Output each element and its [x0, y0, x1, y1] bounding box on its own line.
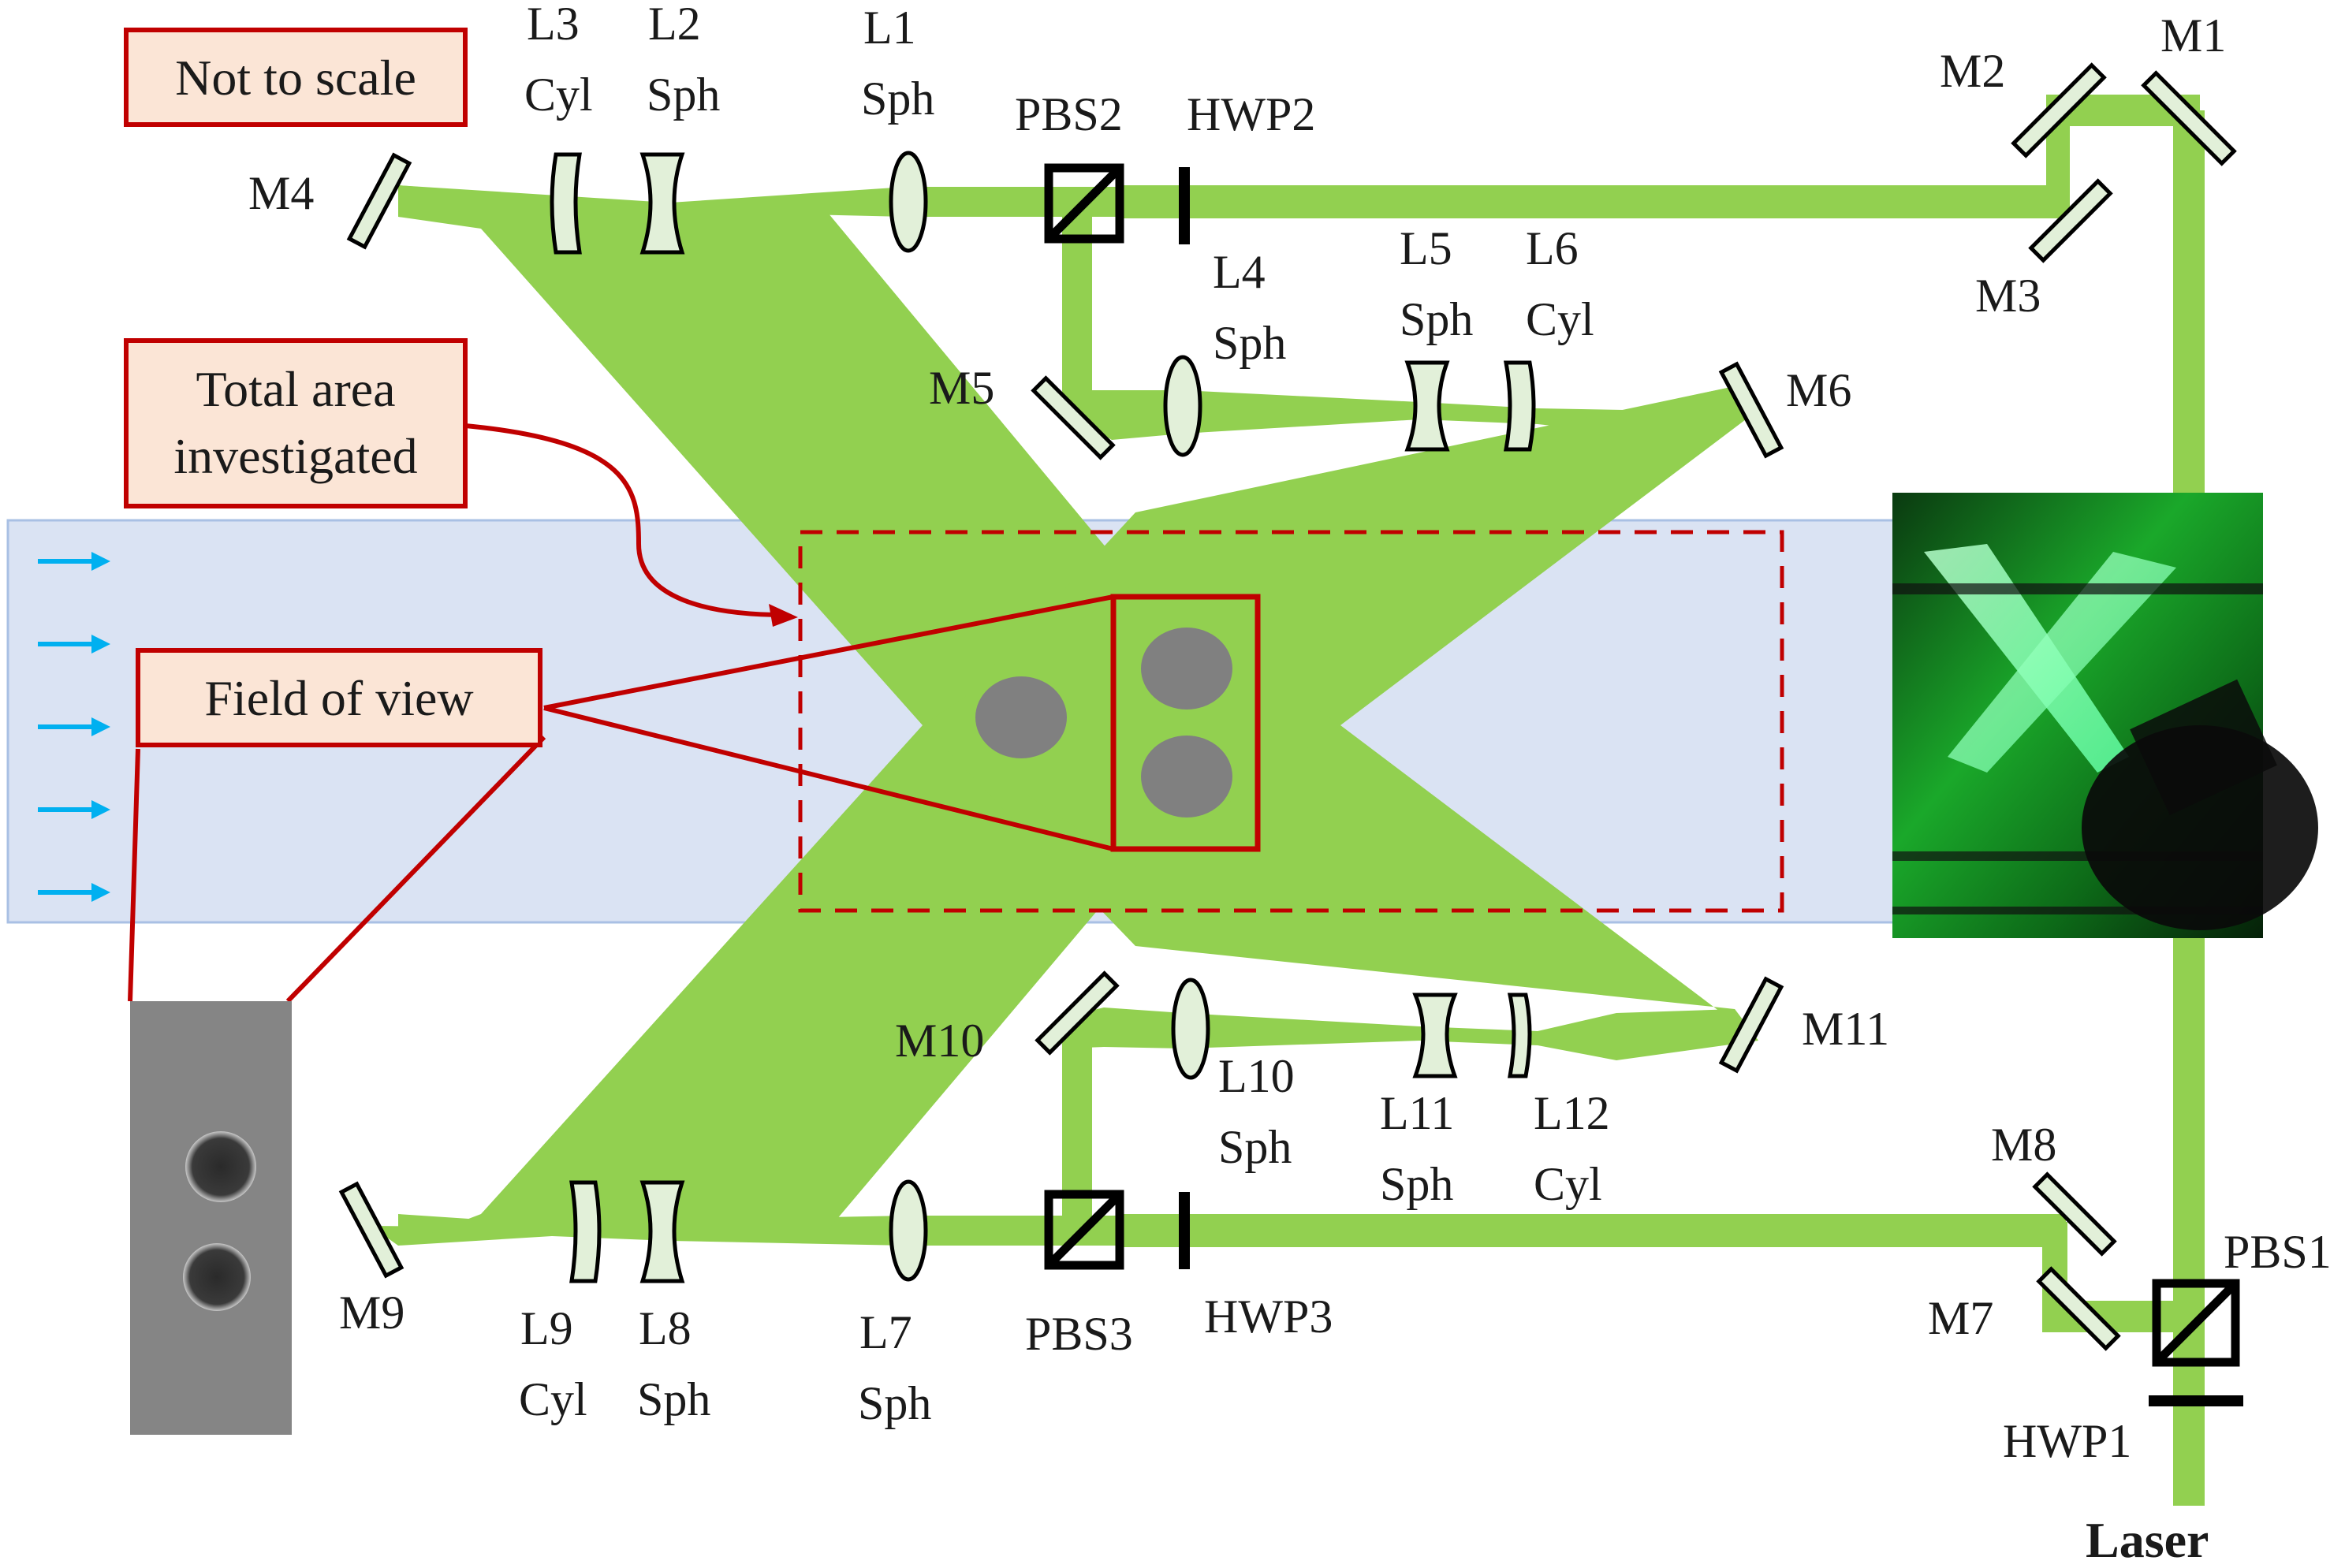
label-M9: M9	[339, 1287, 405, 1339]
label-M3: M3	[1975, 270, 2041, 322]
label-PBS3: PBS3	[1025, 1308, 1133, 1360]
scale-note-text: Not to scale	[175, 50, 416, 106]
label-PBS1: PBS1	[2224, 1226, 2332, 1278]
beam-splitters	[1044, 163, 2240, 1367]
lens-L8	[639, 1180, 685, 1283]
total-area-text-line2: investigated	[173, 428, 417, 484]
field-of-view-text: Field of view	[204, 670, 473, 726]
label-L8: L8	[639, 1302, 692, 1354]
HWP1-plate	[2149, 1395, 2243, 1406]
lens-L5	[1404, 360, 1450, 452]
flow-arrow-icon	[38, 717, 110, 736]
mirror-M1	[2141, 70, 2237, 166]
component-labels: M1 M2 M3 M4 M5 M6 M7 M8 M9 M10 M11 L3 Cy…	[248, 0, 2332, 1568]
label-L12-type: Cyl	[1534, 1158, 1602, 1210]
flow-arrow-icon	[38, 552, 110, 571]
mirror-M9	[338, 1181, 405, 1279]
label-L4: L4	[1213, 246, 1266, 298]
half-wave-plates	[1179, 167, 2243, 1406]
flow-arrows	[38, 552, 110, 902]
mirror-M8	[2032, 1171, 2117, 1257]
label-L3: L3	[527, 0, 580, 50]
label-HWP3: HWP3	[1204, 1291, 1333, 1343]
label-L5: L5	[1400, 222, 1452, 274]
mirror-M7	[2036, 1266, 2121, 1351]
flow-arrow-icon	[38, 635, 110, 654]
label-L1: L1	[863, 2, 916, 54]
field-of-view-callout: Field of view	[136, 648, 542, 747]
HWP3-plate	[1179, 1192, 1190, 1269]
label-laser: Laser	[2086, 1512, 2209, 1568]
total-area-box	[798, 530, 1784, 913]
label-PBS2: PBS2	[1015, 88, 1123, 140]
label-L6-type: Cyl	[1526, 293, 1594, 345]
label-L10-type: Sph	[1218, 1121, 1292, 1173]
label-L8-type: Sph	[637, 1373, 710, 1425]
mirror-M10	[1035, 970, 1120, 1056]
label-L9-type: Cyl	[519, 1373, 587, 1425]
lens-L6	[1504, 360, 1536, 452]
label-M8: M8	[1991, 1119, 2056, 1171]
PBS2-cube	[1044, 163, 1124, 244]
callout-arrowhead	[769, 604, 798, 627]
lens-L11	[1412, 993, 1458, 1078]
label-L5-type: Sph	[1400, 293, 1473, 345]
lens-L3	[550, 152, 582, 255]
label-M11: M11	[1802, 1003, 1889, 1055]
laser-beams	[371, 95, 2205, 1506]
label-M10: M10	[895, 1015, 984, 1067]
field-of-view-box	[1110, 594, 1261, 852]
lens-L9	[569, 1180, 602, 1283]
label-L2: L2	[648, 0, 701, 50]
label-L11-type: Sph	[1380, 1158, 1453, 1210]
scale-note-callout: Not to scale	[124, 28, 468, 127]
label-L7: L7	[859, 1306, 912, 1358]
photo-laser-sheet	[1892, 493, 2318, 938]
flow-arrow-icon	[38, 800, 110, 819]
label-L7-type: Sph	[858, 1377, 931, 1429]
lens-L10	[1171, 978, 1210, 1080]
lens-L2	[639, 152, 685, 255]
label-L9: L9	[520, 1302, 573, 1354]
lenses	[550, 151, 1536, 1283]
flow-arrow-icon	[38, 883, 110, 902]
label-L4-type: Sph	[1213, 317, 1286, 369]
photo-particles-closeup	[130, 1001, 292, 1435]
lens-L12	[1507, 993, 1532, 1078]
label-L10: L10	[1218, 1050, 1295, 1102]
label-HWP2: HWP2	[1187, 88, 1315, 140]
callout-lines	[128, 423, 1114, 1004]
label-M1: M1	[2160, 9, 2226, 61]
PBS1-cube	[2152, 1279, 2240, 1367]
label-L3-type: Cyl	[524, 69, 593, 121]
lens-L4	[1163, 355, 1202, 457]
label-L2-type: Sph	[647, 69, 720, 121]
mirror-M3	[2028, 178, 2113, 263]
label-L1-type: Sph	[861, 73, 934, 125]
PBS3-cube	[1044, 1190, 1124, 1270]
label-M2: M2	[1940, 45, 2005, 97]
total-area-text-line1: Total area	[196, 361, 395, 417]
label-HWP1: HWP1	[2003, 1415, 2131, 1467]
mirror-M5	[1031, 375, 1116, 460]
mirror-M11	[1718, 976, 1784, 1074]
total-area-callout: Total area investigated	[124, 338, 468, 508]
label-M6: M6	[1786, 364, 1851, 416]
particles	[975, 628, 1232, 818]
lens-L1	[889, 151, 928, 253]
label-L11: L11	[1380, 1087, 1454, 1139]
mirror-M2	[2011, 62, 2107, 158]
mirror-M4	[346, 152, 412, 250]
HWP2-plate	[1179, 167, 1190, 244]
label-M4: M4	[248, 167, 314, 219]
lens-L7	[889, 1179, 928, 1282]
mirror-M6	[1718, 361, 1784, 459]
label-M7: M7	[1928, 1292, 1993, 1344]
label-M5: M5	[929, 362, 994, 414]
mirrors	[338, 62, 2237, 1351]
label-L12: L12	[1534, 1087, 1610, 1139]
label-L6: L6	[1526, 222, 1579, 274]
